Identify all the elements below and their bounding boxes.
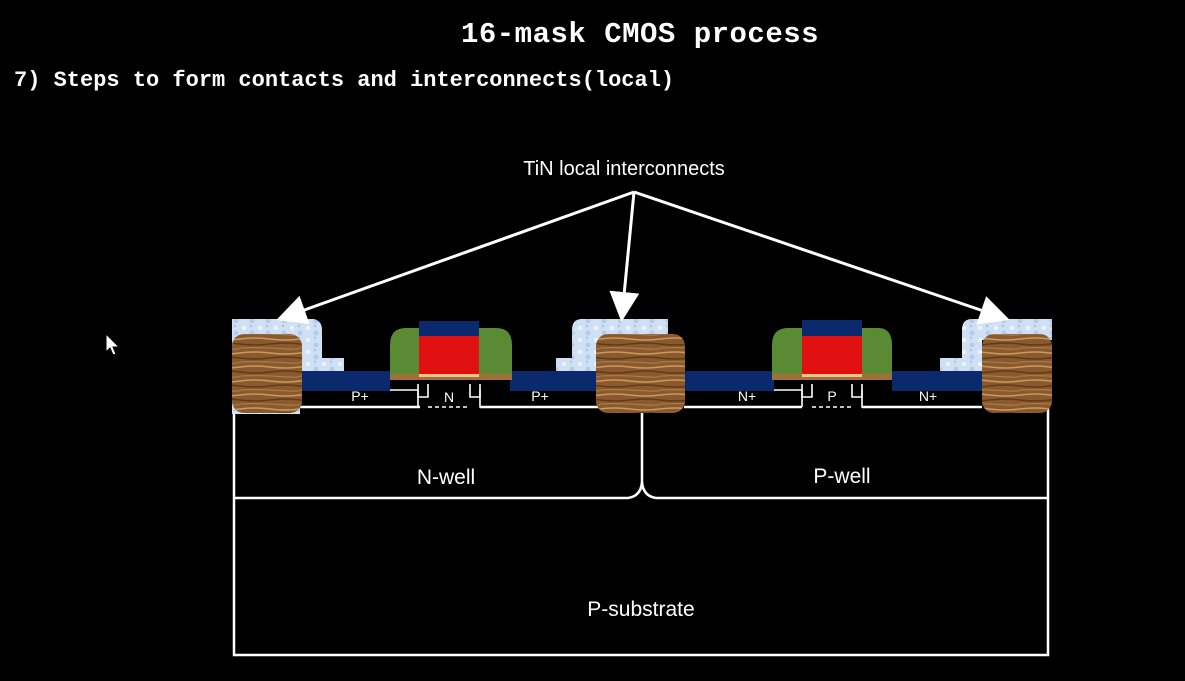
callout-arrows (276, 190, 1010, 325)
slide-subtitle: 7) Steps to form contacts and interconne… (14, 68, 675, 93)
label-p-plus-right: P+ (531, 388, 549, 404)
label-p-plus-left: P+ (351, 388, 369, 404)
label-n-channel: N (444, 389, 454, 405)
label-n-well: N-well (417, 466, 475, 489)
mouse-cursor-icon (105, 332, 121, 356)
field-oxide-regions (232, 334, 1052, 413)
label-p-substrate: P-substrate (587, 598, 694, 621)
slide-title: 16-mask CMOS process (460, 18, 820, 51)
label-p-channel: P (827, 388, 836, 404)
label-n-plus-left: N+ (738, 388, 756, 404)
source-drain-regions (300, 371, 982, 391)
nmos-gate (772, 320, 892, 380)
pmos-gate (390, 321, 512, 380)
label-p-well: P-well (813, 465, 870, 488)
label-n-plus-right: N+ (919, 388, 937, 404)
callout-label: TiN local interconnects (523, 158, 725, 180)
